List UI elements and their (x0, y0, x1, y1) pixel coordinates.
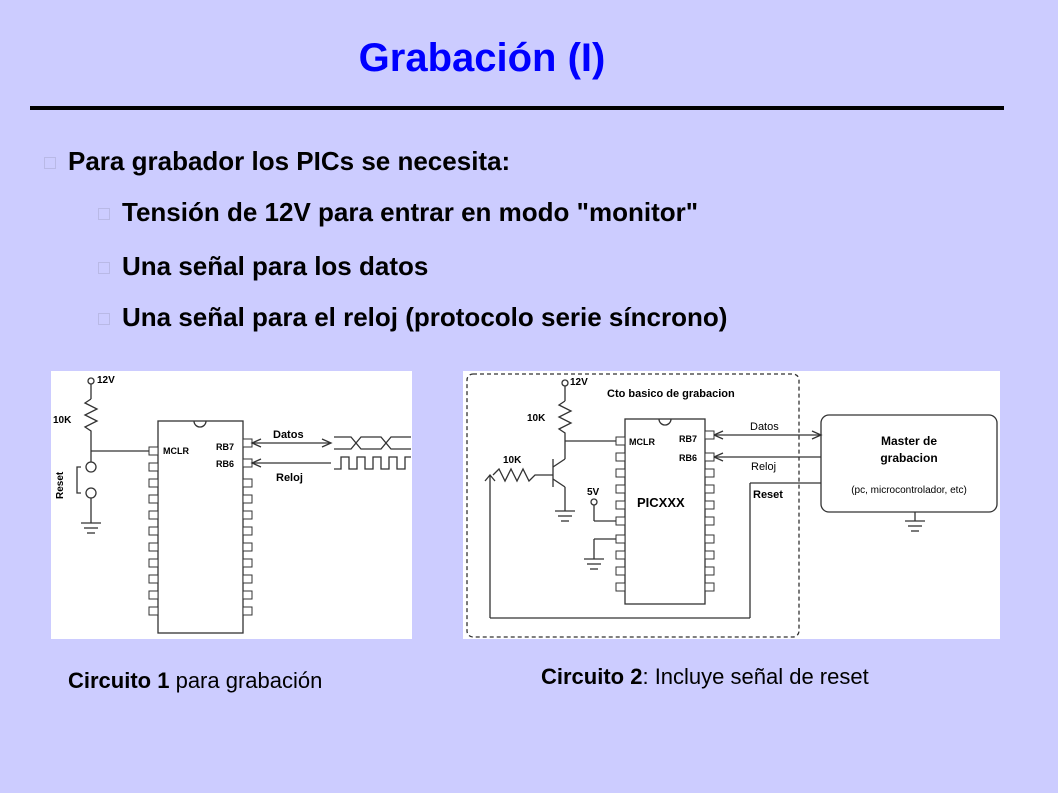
label-5v: 5V (587, 487, 600, 498)
circuit-2-svg: Cto basico de grabacion 12V 10K 10K 5V M… (466, 373, 998, 638)
label-rb6: RB6 (679, 453, 697, 463)
label-reset: Reset (753, 489, 783, 501)
circuit-2-diagram: Cto basico de grabacion 12V 10K 10K 5V M… (463, 371, 1000, 639)
sub-bullet-2: Una señal para los datos (98, 251, 428, 282)
caption-circuit-1: Circuito 1 para grabación (68, 668, 322, 694)
caption-1-rest: para grabación (169, 668, 323, 693)
sub-bullet-text: Una señal para el reloj (protocolo serie… (122, 302, 728, 332)
caption-2-bold: Circuito 2 (541, 664, 643, 689)
label-datos: Datos (750, 421, 779, 433)
caption-2-rest: : Incluye señal de reset (642, 664, 869, 689)
label-rb6: RB6 (216, 459, 234, 469)
label-datos: Datos (273, 429, 304, 441)
bullet-marker (44, 157, 56, 169)
label-mclr: MCLR (629, 437, 655, 447)
label-10k-top: 10K (527, 413, 546, 424)
label-reloj: Reloj (751, 461, 776, 473)
title-divider (30, 106, 1004, 110)
sub-bullet-text: Una señal para los datos (122, 251, 429, 281)
label-10k: 10K (53, 415, 72, 426)
master-label-2: grabacion (880, 451, 937, 465)
master-label-3: (pc, microcontrolador, etc) (851, 485, 967, 496)
bullet-marker (98, 262, 110, 274)
label-12v: 12V (97, 375, 115, 386)
main-bullet: Para grabador los PICs se necesita: (44, 146, 510, 177)
circuit-1-svg: 12V 10K Reset MCLR RB7 RB6 Datos Reloj (53, 375, 411, 634)
caption-1-bold: Circuito 1 (68, 668, 170, 693)
circuit-1-diagram: 12V 10K Reset MCLR RB7 RB6 Datos Reloj (51, 371, 412, 639)
label-reset: Reset (55, 471, 66, 499)
main-bullet-text: Para grabador los PICs se necesita: (68, 146, 511, 176)
label-rb7: RB7 (216, 442, 234, 452)
label-12v: 12V (570, 377, 588, 388)
label-mclr: MCLR (163, 446, 189, 456)
label-reloj: Reloj (276, 472, 303, 484)
sub-bullet-3: Una señal para el reloj (protocolo serie… (98, 302, 727, 333)
bullet-marker (98, 313, 110, 325)
caption-circuit-2: Circuito 2: Incluye señal de reset (541, 664, 869, 690)
box-title: Cto basico de grabacion (607, 388, 735, 400)
master-label-1: Master de (881, 434, 937, 448)
bullet-marker (98, 208, 110, 220)
sub-bullet-1: Tensión de 12V para entrar en modo "moni… (98, 197, 698, 228)
chip-label: PICXXX (637, 495, 685, 510)
sub-bullet-text: Tensión de 12V para entrar en modo "moni… (122, 197, 699, 227)
label-10k-base: 10K (503, 455, 522, 466)
label-rb7: RB7 (679, 434, 697, 444)
slide-title: Grabación (I) (358, 36, 606, 80)
